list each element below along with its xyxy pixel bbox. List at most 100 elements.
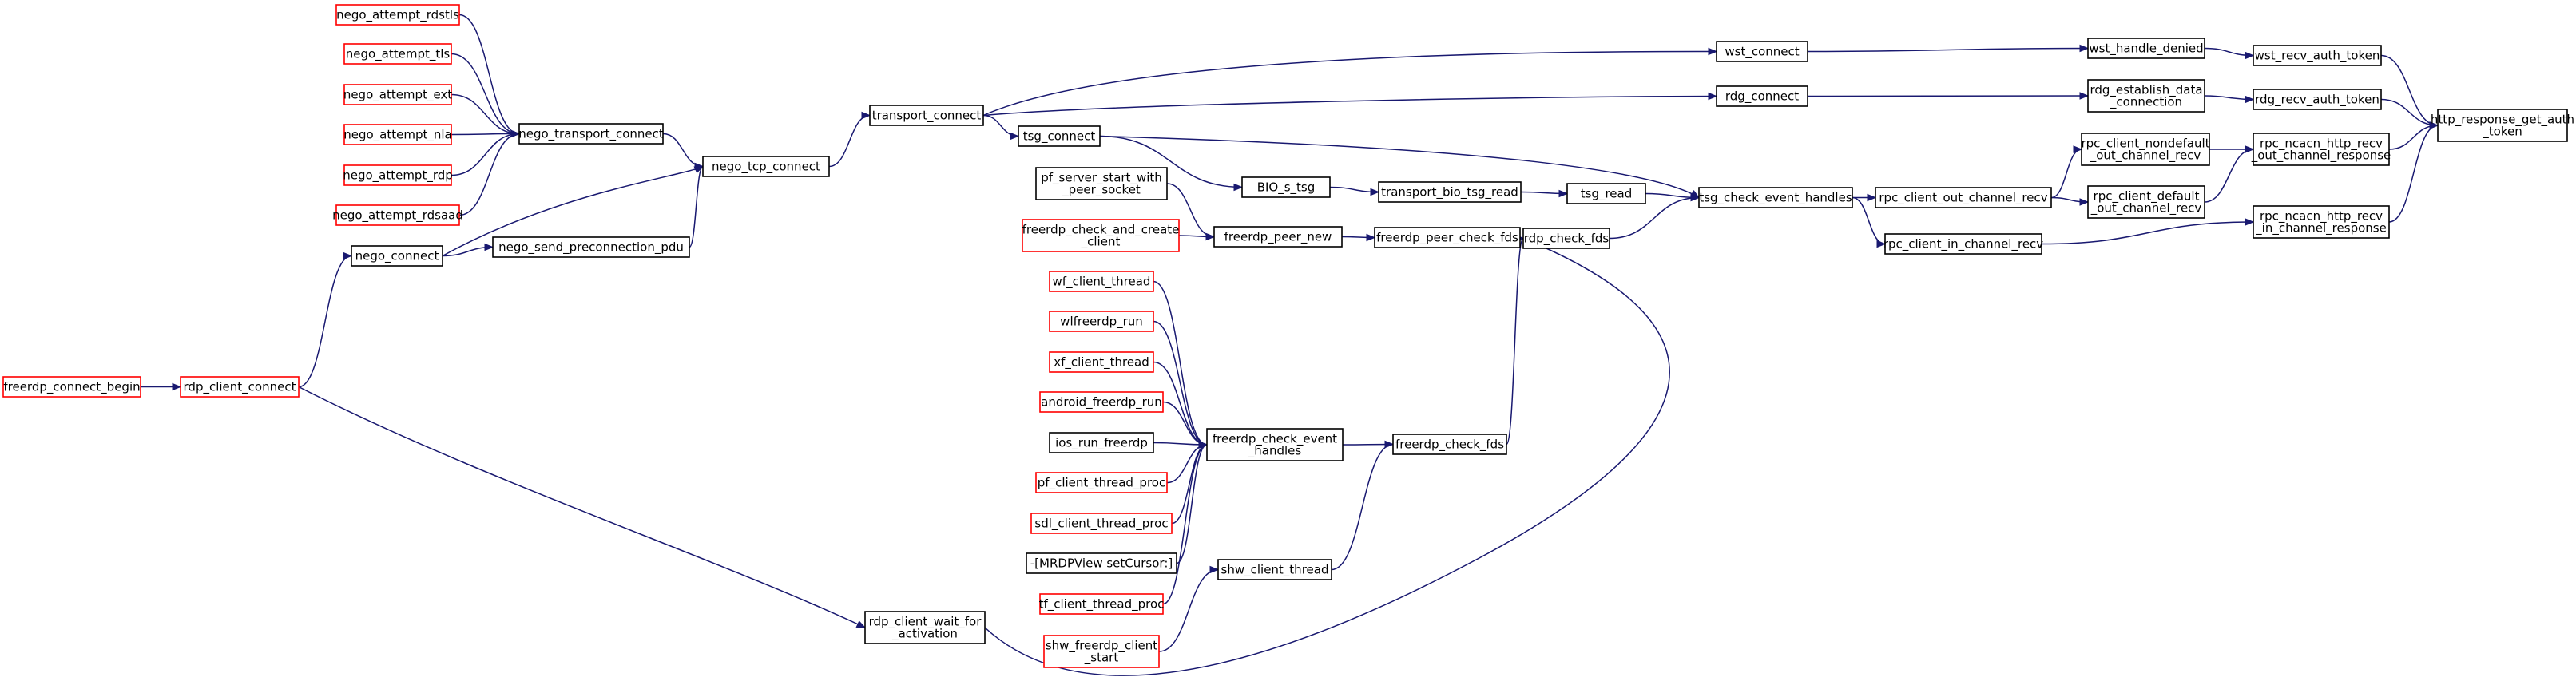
node-xf-client-thread[interactable]: xf_client_thread (1049, 351, 1154, 373)
node-freerdp-check-fds[interactable]: freerdp_check_fds (1392, 434, 1507, 455)
node-label: freerdp_check_event (1213, 432, 1337, 447)
node-box (2253, 45, 2382, 66)
node-nego-attempt-nla[interactable]: nego_attempt_nla (343, 124, 452, 145)
node-box (1875, 187, 2052, 208)
edge-nego-tcp-connect-to-transport-connect (828, 114, 871, 168)
node-box (1049, 432, 1154, 453)
node-tsg-read[interactable]: tsg_read (1566, 183, 1646, 204)
node-label: rdg_recv_auth_token (2255, 93, 2380, 108)
node-label: transport_connect (872, 109, 982, 124)
node-rdg-connect[interactable]: rdg_connect (1716, 85, 1808, 107)
node-rdp-check-fds[interactable]: rdp_check_fds (1522, 228, 1610, 249)
node-wlfreerdp-run[interactable]: wlfreerdp_run (1049, 311, 1154, 332)
edge-transport-connect-to-tsg-connect (982, 114, 1019, 137)
node-rpc-ncacn-http-recv-out-channel-response[interactable]: rpc_ncacn_http_recv_out_channel_response (2251, 133, 2391, 166)
arrowhead (1370, 188, 1380, 196)
edge-transport-connect-to-wst-connect (982, 50, 1717, 117)
node-label: rdp_client_wait_for (869, 615, 982, 630)
node-wf-client-thread[interactable]: wf_client_thread (1049, 271, 1154, 292)
node-label: pf_client_thread_proc (1038, 476, 1165, 491)
node-freerdp-check-event-handles[interactable]: freerdp_check_event_handles (1206, 428, 1344, 461)
node-tsg-check-event-handles[interactable]: tsg_check_event_handles (1698, 187, 1853, 208)
node-nego-attempt-rdsaad[interactable]: nego_attempt_rdsaad (332, 204, 463, 226)
node-label: _activation (891, 627, 958, 642)
node-pf-server-start-with-peer-socket[interactable]: pf_server_start_with_peer_socket (1035, 167, 1168, 200)
node-rpc-client-in-channel-recv[interactable]: rpc_client_in_channel_recv (1883, 233, 2043, 255)
node-box (1035, 167, 1168, 200)
node-wst-handle-denied[interactable]: wst_handle_denied (2087, 38, 2205, 59)
node-label: _token (2482, 125, 2522, 140)
edge-nego-attempt-rdp-to-nego-transport-connect (451, 133, 520, 176)
node-box (1039, 391, 1164, 413)
node-rpc-ncacn-http-recv-in-channel-response[interactable]: rpc_ncacn_http_recv_in_channel_response (2253, 205, 2390, 239)
node-nego-attempt-tls[interactable]: nego_attempt_tls (343, 43, 452, 65)
node-label: wst_handle_denied (2089, 42, 2203, 57)
node-tsg-connect[interactable]: tsg_connect (1018, 125, 1101, 147)
node-label: wst_recv_auth_token (2255, 49, 2380, 64)
arrowhead (2245, 145, 2255, 153)
nodes-layer: http_response_get_auth_token wst_recv_aut… (2, 4, 2574, 668)
arrowhead (2245, 218, 2255, 226)
node-box (343, 124, 452, 145)
edge-rdp-client-wait-for-activation-to-rdp-check-fds (984, 237, 1670, 676)
edge-wf-client-thread-to-freerdp-check-event-handles (1153, 280, 1208, 446)
node-freerdp-check-and-create-client[interactable]: freerdp_check_and_create_client (1022, 219, 1180, 252)
node-label: tsg_check_event_handles (1699, 191, 1852, 206)
node-box (1566, 183, 1646, 204)
node-rdg-establish-data-connection[interactable]: rdg_establish_data_connection (2087, 79, 2205, 113)
node-box (1884, 233, 2042, 255)
node-android-freerdp-run[interactable]: android_freerdp_run (1039, 391, 1164, 413)
node-tf-client-thread-proc[interactable]: tf_client_thread_proc (1039, 593, 1165, 615)
node-rpc-client-out-channel-recv[interactable]: rpc_client_out_channel_recv (1875, 187, 2052, 208)
edge-shw-freerdp-client-start-to-shw-client-thread (1158, 568, 1219, 652)
edge-rpc-client-default-out-channel-recv-to-rpc-ncacn-http-recv-out-channel-response (2204, 149, 2254, 203)
node-freerdp-peer-check-fds[interactable]: freerdp_peer_check_fds (1374, 227, 1521, 248)
node-freerdp-connect-begin[interactable]: freerdp_connect_begin (2, 376, 141, 398)
node-wst-recv-auth-token[interactable]: wst_recv_auth_token (2253, 45, 2382, 66)
node-nego-tcp-connect[interactable]: nego_tcp_connect (702, 156, 830, 177)
node-nego-attempt-rdstls[interactable]: nego_attempt_rdstls (335, 4, 460, 26)
node-nego-send-preconnection-pdu[interactable]: nego_send_preconnection_pdu (492, 236, 690, 258)
node-shw-client-thread[interactable]: shw_client_thread (1217, 559, 1332, 580)
arrowhead (1198, 441, 1209, 449)
node-pf-client-thread-proc[interactable]: pf_client_thread_proc (1035, 472, 1168, 493)
arrowhead (484, 243, 494, 251)
node-label: tsg_connect (1023, 129, 1096, 145)
node-nego-attempt-rdp[interactable]: nego_attempt_rdp (343, 164, 453, 186)
arrowhead (2073, 145, 2083, 153)
node-rdp-client-connect[interactable]: rdp_client_connect (180, 376, 300, 398)
node-mrdpview-setcursor[interactable]: -[MRDPView setCursor:] (1026, 552, 1177, 574)
node-label: wf_client_thread (1053, 275, 1151, 290)
node-rdg-recv-auth-token[interactable]: rdg_recv_auth_token (2253, 89, 2382, 110)
node-shw-freerdp-client-start[interactable]: shw_freerdp_client_start (1043, 635, 1160, 668)
edge-nego-attempt-tls-to-nego-transport-connect (451, 53, 520, 135)
node-nego-transport-connect[interactable]: nego_transport_connect (518, 123, 664, 145)
node-rpc-client-nondefault-out-channel-recv[interactable]: rpc_client_nondefault_out_channel_recv (2081, 133, 2210, 166)
arrowhead (172, 382, 182, 391)
node-wst-connect[interactable]: wst_connect (1716, 41, 1808, 62)
node-transport-bio-tsg-read[interactable]: transport_bio_tsg_read (1378, 181, 1522, 203)
node-freerdp-peer-new[interactable]: freerdp_peer_new (1213, 226, 1343, 248)
node-box (1392, 434, 1507, 455)
edge-nego-connect-to-nego-tcp-connect (442, 165, 704, 257)
node-transport-connect[interactable]: transport_connect (869, 105, 984, 126)
node-ios-run-freerdp[interactable]: ios_run_freerdp (1049, 432, 1154, 453)
node-label: wst_connect (1725, 45, 1799, 60)
node-sdl-client-thread-proc[interactable]: sdl_client_thread_proc (1030, 513, 1173, 534)
edge-transport-connect-to-rdg-connect (982, 95, 1717, 117)
node-box (335, 4, 460, 26)
node-box (1035, 472, 1168, 493)
node-rpc-client-default-out-channel-recv[interactable]: rpc_client_default_out_channel_recv (2087, 185, 2205, 219)
node-nego-attempt-ext[interactable]: nego_attempt_ext (343, 84, 452, 105)
node-rdp-client-wait-for-activation[interactable]: rdp_client_wait_for_activation (864, 611, 986, 644)
node-label: rpc_client_out_channel_recv (1879, 191, 2047, 206)
node-label: freerdp_peer_new (1224, 230, 1332, 245)
node-nego-connect[interactable]: nego_connect (351, 245, 443, 267)
arrowhead (1708, 92, 1718, 101)
node-box (1039, 593, 1164, 615)
node-label: rpc_ncacn_http_recv (2260, 209, 2383, 224)
arrowhead (2079, 198, 2090, 206)
edge-shw-client-thread-to-freerdp-check-fds (1331, 443, 1394, 571)
node-bio-s-tsg[interactable]: BIO_s_tsg (1241, 176, 1331, 198)
node-root[interactable]: http_response_get_auth_token (2431, 109, 2574, 142)
